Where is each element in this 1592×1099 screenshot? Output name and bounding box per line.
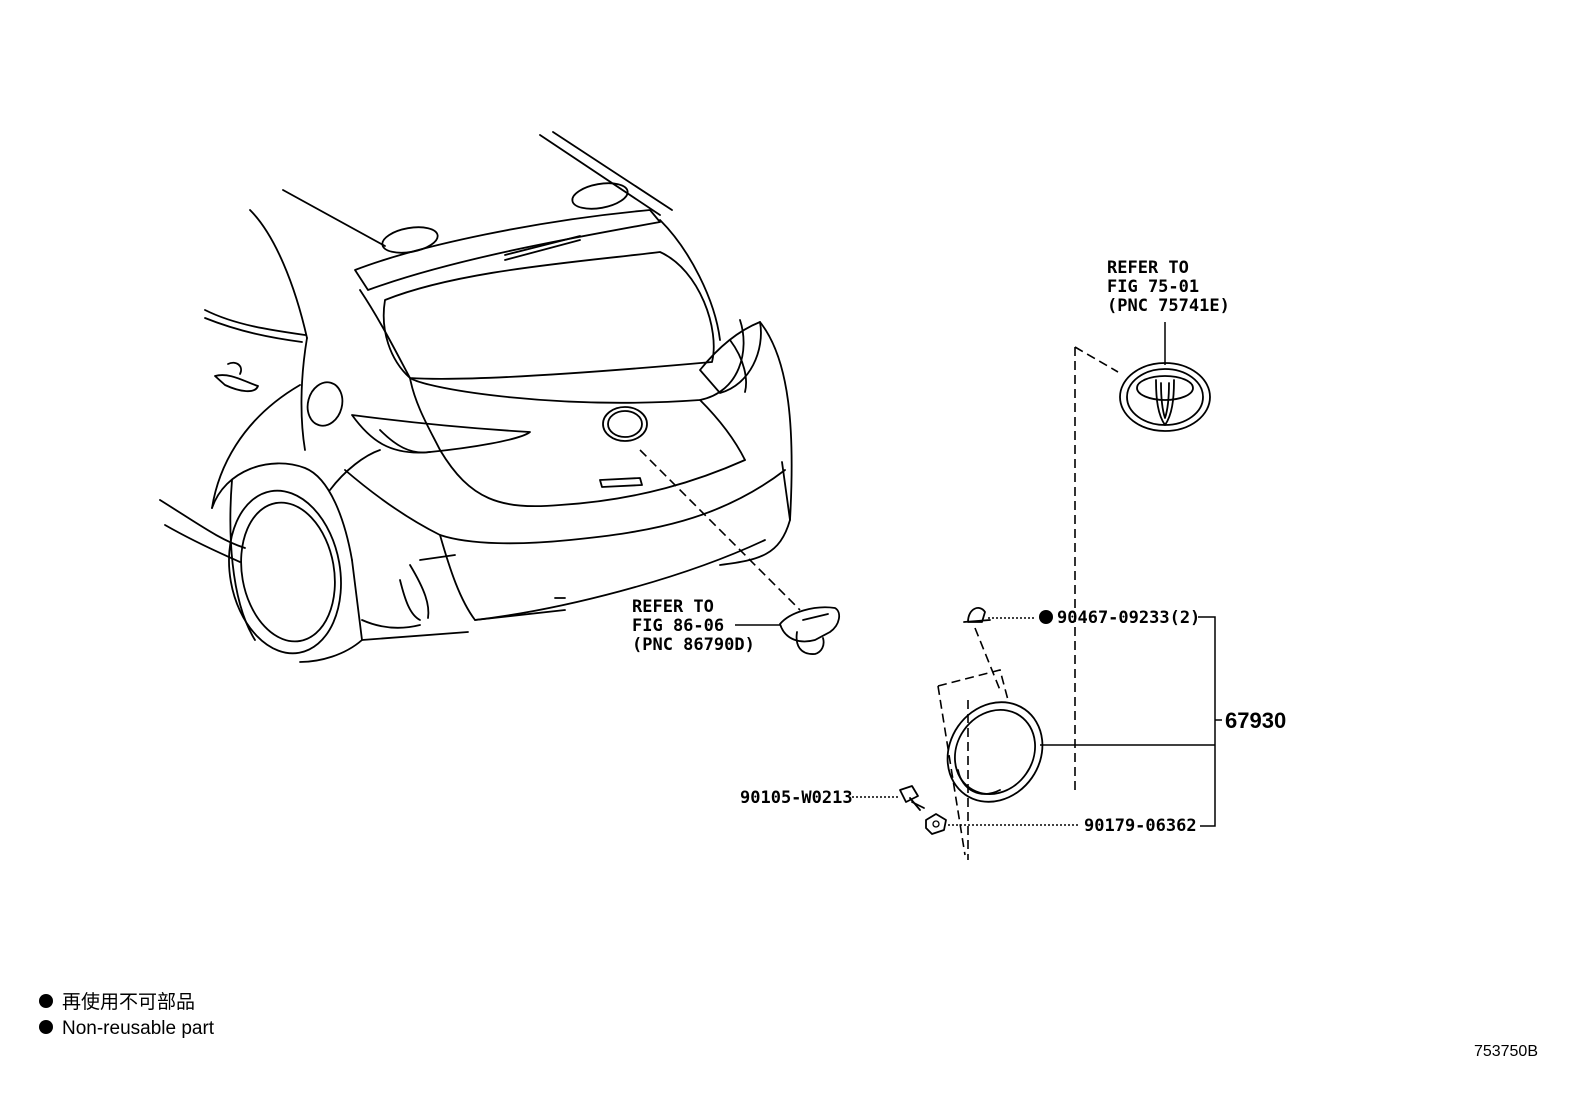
screw-part-icon [899,785,925,811]
car-rear-illustration [159,131,793,663]
emblem-ref-line-3: (PNC 75741E) [1107,296,1230,316]
nut-part-icon [925,813,947,835]
legend: 再使用不可部品 Non-reusable part [39,991,215,1039]
legend-english: Non-reusable part [62,1018,215,1039]
emblem-ref-line-2: FIG 75-01 [1107,277,1199,297]
camera-ref-line-3: (PNC 86790D) [632,635,755,655]
camera-cover-assembly-icon [946,701,1044,803]
clip-part-number: 90467-09233(2) [1057,608,1200,628]
camera-part-icon [779,606,841,655]
clip-part-icon [963,607,991,623]
legend-japanese: 再使用不可部品 [62,991,195,1013]
assembly-part-number: 67930 [1225,708,1286,733]
emblem-reference-callout: REFER TO FIG 75-01 (PNC 75741E) [1107,258,1230,316]
assembly-bracket [1040,616,1222,827]
assembly-alignment-dashed [1074,346,1119,790]
legend-bullet-ja-icon [39,994,53,1008]
camera-ref-line-2: FIG 86-06 [632,616,724,636]
illustration-code: 753750B [1474,1043,1538,1060]
emblem-ref-line-1: REFER TO [1107,258,1189,278]
clip-leader-dashed [974,627,1001,691]
camera-ref-line-1: REFER TO [632,597,714,617]
assembly-frame-dashed [937,669,1009,860]
non-reusable-marker-icon [1039,610,1053,624]
camera-leader-dashed [639,449,801,611]
screw-part-number: 90105-W0213 [740,788,853,808]
nut-part-number: 90179-06362 [1084,816,1197,836]
legend-bullet-en-icon [39,1020,53,1034]
camera-reference-callout: REFER TO FIG 86-06 (PNC 86790D) [632,597,755,655]
toyota-emblem-icon [1119,362,1211,432]
